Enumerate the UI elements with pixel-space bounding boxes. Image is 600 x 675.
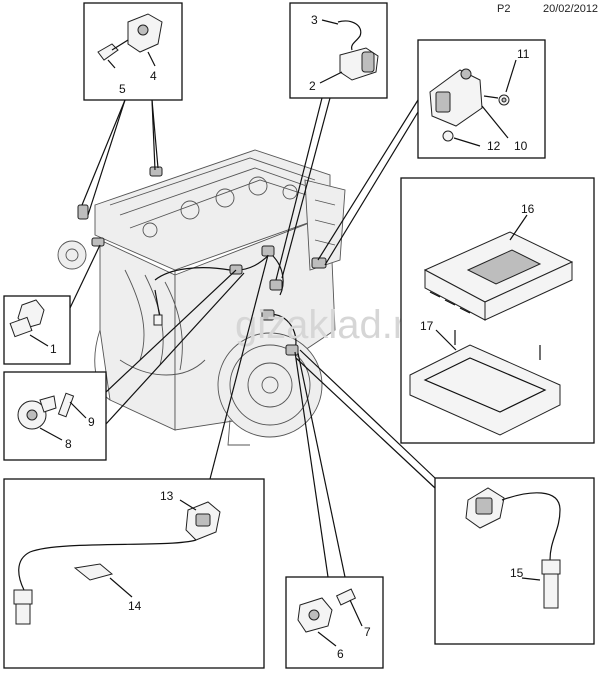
callout-3: 3: [311, 13, 318, 27]
callout-9: 9: [88, 415, 95, 429]
callout-11: 11: [517, 47, 530, 61]
diagram-date: 20/02/2012: [543, 3, 599, 15]
callout-2: 2: [309, 79, 316, 93]
callout-4: 4: [150, 69, 157, 83]
box-camshaft-sensor: [83, 2, 183, 101]
callout-16: 16: [521, 202, 535, 216]
watermark: gizaklad.ru: [235, 303, 428, 347]
callout-14: 14: [128, 599, 142, 613]
callout-12: 12: [487, 139, 501, 153]
leader-lines: [69, 97, 436, 578]
callout-7: 7: [364, 625, 371, 639]
callout-13: 13: [160, 489, 174, 503]
bolt-part: [97, 43, 119, 61]
box-clip-sensor: [289, 2, 388, 99]
box-oxygen-sensor-rear: [434, 477, 595, 645]
box-map-sensor: [417, 39, 546, 159]
callout-8: 8: [65, 437, 72, 451]
page-code: P2: [497, 3, 511, 15]
box-crankshaft-sensor: [285, 576, 384, 669]
box-oil-pressure-switch: [3, 295, 71, 365]
box-knock-sensor: [3, 371, 107, 461]
box-ecu: [400, 177, 595, 444]
callout-1: 1: [50, 342, 57, 356]
callout-10: 10: [514, 139, 528, 153]
callout-15: 15: [510, 566, 524, 580]
callout-5: 5: [119, 82, 126, 96]
callout-6: 6: [337, 647, 344, 661]
box-oxygen-sensor-front: [3, 478, 265, 669]
callout-17: 17: [420, 319, 434, 333]
ecu-bracket-part: [409, 344, 561, 436]
